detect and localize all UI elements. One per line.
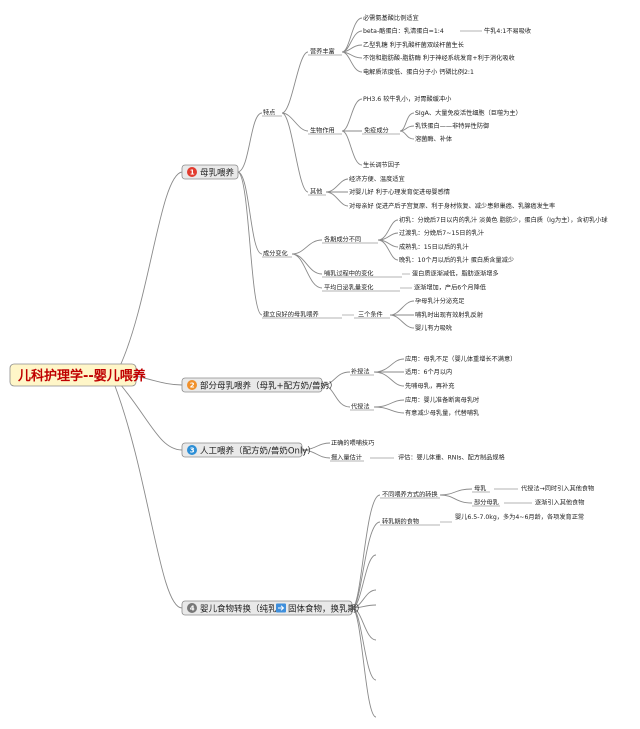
branch-3-label: 人工喂养（配方奶/兽奶Only） xyxy=(200,446,316,457)
node-mianyi[interactable]: 免疫成分 xyxy=(364,127,389,135)
node-qita[interactable]: 其他 xyxy=(310,188,322,196)
node-zhuanru[interactable]: 转乳期的食物 xyxy=(382,518,419,526)
node-b1[interactable]: 蛋白质逐渐减低，脂肪逐渐增多 xyxy=(412,270,499,278)
edge-root-branch3 xyxy=(119,383,183,451)
node-y2[interactable]: beta-酪蛋白：乳清蛋白=1:4 xyxy=(363,27,444,35)
node-bufen[interactable]: 部分母乳 xyxy=(474,499,499,507)
node-buru[interactable]: 哺乳过程中的变化 xyxy=(324,270,374,278)
node-y3[interactable]: 乙型乳糖 利于乳酸杆菌双歧杆菌生长 xyxy=(363,41,464,49)
root-node-box[interactable] xyxy=(9,363,137,387)
branch-2-label: 部分母乳喂养（母乳+配方奶/兽奶） xyxy=(200,381,338,392)
node-g4[interactable]: 晚乳：10个月以后的乳汁 蛋白质含量减少 xyxy=(399,256,514,264)
edge-b2-bushou xyxy=(321,371,351,386)
root-title: 儿科护理学--婴儿喂养 xyxy=(17,368,147,384)
edge-butong-children xyxy=(439,488,473,504)
node-c1[interactable]: 孕母乳汁分泌充足 xyxy=(415,297,465,305)
node-bf1[interactable]: 逐渐引入其他食物 xyxy=(535,499,585,507)
node-geqi[interactable]: 各期成分不同 xyxy=(324,236,361,244)
edge-shengwu-children xyxy=(341,98,363,166)
branch-4-node[interactable]: 4 婴儿食物转换（纯乳类 固体食物，换乳期） xyxy=(181,600,365,616)
badge-number-1-icon xyxy=(187,167,197,177)
node-p1[interactable]: 逐渐增加，产后6个月降低 xyxy=(414,284,486,292)
edge-b4-zhuanru xyxy=(351,521,381,609)
edge-b1-jianli xyxy=(237,171,263,316)
node-daishou[interactable]: 代授法 xyxy=(351,403,370,411)
node-bs2[interactable]: 适用：6个月以内 xyxy=(405,368,452,376)
node-shengwu[interactable]: 生物作用 xyxy=(310,127,335,135)
node-g1[interactable]: 初乳：分娩后7日以内的乳汁 淡黄色 脂肪少，蛋白质（Ig为主），含初乳小球 xyxy=(399,216,608,224)
node-sange[interactable]: 三个条件 xyxy=(358,311,383,319)
branch-2-node[interactable]: 2 部分母乳喂养（母乳+配方奶/兽奶） xyxy=(181,377,338,393)
node-s2[interactable]: 生长调节因子 xyxy=(363,161,400,169)
edge-b1-tedian xyxy=(237,112,263,173)
badge-number-3: 3 xyxy=(190,447,195,455)
node-tedian[interactable]: 特点 xyxy=(263,109,275,117)
badge-number-2-icon xyxy=(187,380,197,390)
node-y4[interactable]: 不饱和脂肪酸-脂肪酶 利于神经系统发育+利于消化吸收 xyxy=(363,54,515,62)
edge-yingyang-children xyxy=(341,17,363,73)
node-bushou[interactable]: 补授法 xyxy=(351,368,370,376)
node-y2b[interactable]: 牛乳4:1不易吸收 xyxy=(484,27,531,35)
edge-b4-butong xyxy=(351,494,381,609)
node-jianli[interactable]: 建立良好的母乳喂养 xyxy=(263,311,319,319)
edge-b2-daishou xyxy=(321,384,351,408)
branch-3-node[interactable]: 3 人工喂养（配方奶/兽奶Only） xyxy=(181,442,316,458)
branch-1-label: 母乳喂养 xyxy=(200,168,235,179)
edge-mianyi-children xyxy=(399,112,415,140)
right-arrow-glyph xyxy=(278,605,285,611)
node-pingjun[interactable]: 平均日泌乳量变化 xyxy=(324,284,374,292)
node-ds2[interactable]: 有意减少母乳量，代替哺乳 xyxy=(405,409,479,417)
edge-bushou-children xyxy=(373,358,405,387)
edge-root-branch4 xyxy=(114,385,183,609)
node-chengfen[interactable]: 成分变化 xyxy=(263,250,288,258)
node-m2[interactable]: 乳铁蛋白——非特异性防御 xyxy=(415,122,489,130)
node-sr1[interactable]: 评估：婴儿体重、RNIs、配方制品规格 xyxy=(398,454,506,462)
edge-tedian-qita xyxy=(281,112,309,193)
node-bs3[interactable]: 先哺母乳，再补充 xyxy=(405,382,455,390)
node-ds1[interactable]: 应用：婴儿准备断离母乳时 xyxy=(405,396,479,404)
node-m3[interactable]: 溶菌酶、补体 xyxy=(415,135,453,143)
edge-b3-children xyxy=(301,442,331,459)
edge-b4-empty xyxy=(351,554,377,718)
badge-number-3-icon xyxy=(187,445,197,455)
edge-geqi-children xyxy=(377,219,399,261)
badge-number-4: 4 xyxy=(190,605,195,613)
edge-sange-children xyxy=(389,300,415,329)
node-bs1[interactable]: 应用：母乳不足（婴儿体重增长不满意） xyxy=(405,355,516,363)
node-underlines xyxy=(262,30,532,526)
edge-tedian-yingyang xyxy=(281,51,309,114)
node-q3[interactable]: 对母亲好 促进产后子宫复原、利于身材恢复、减少患卵巢癌、乳腺癌发生率 xyxy=(349,202,555,210)
badge-number-4-icon xyxy=(187,603,197,613)
edge-root-branch1 xyxy=(119,171,183,367)
node-sheru[interactable]: 摄入量估计 xyxy=(331,454,362,462)
node-y1[interactable]: 必需氨基酸比例适宜 xyxy=(363,14,419,22)
edge-qita-children xyxy=(325,178,349,207)
node-mr1[interactable]: 代授法→同时引入其他食物 xyxy=(521,485,594,493)
node-butong[interactable]: 不同喂养方式的转换 xyxy=(382,491,438,499)
edge-b1-chengfen xyxy=(237,171,263,255)
edge-tedian-shengwu xyxy=(281,112,309,132)
node-zhengque[interactable]: 正确的喂哺技巧 xyxy=(331,439,374,447)
node-m1[interactable]: SIgA、大量免疫活性细胞（巨噬为主） xyxy=(415,109,522,117)
branch-4-label-before: 婴儿食物转换（纯乳类 xyxy=(200,604,286,615)
badge-number-2: 2 xyxy=(190,382,195,390)
edge-root-branch2 xyxy=(134,375,183,386)
node-z1[interactable]: 婴儿6.5-7.0kg，多为4~6月龄，各项发育正常 xyxy=(455,513,584,521)
edge-chengfen-children xyxy=(291,239,323,289)
node-g3[interactable]: 成熟乳：15日以后的乳汁 xyxy=(399,243,469,251)
node-q1[interactable]: 经济方便、温度适宜 xyxy=(349,175,405,183)
node-c2[interactable]: 哺乳时出现有效射乳反射 xyxy=(415,311,483,319)
node-g2[interactable]: 过渡乳：分娩后7~15日的乳汁 xyxy=(399,229,484,237)
node-yingyang[interactable]: 营养丰富 xyxy=(310,48,335,56)
branch-1-node[interactable]: 1 母乳喂养 xyxy=(181,164,239,180)
node-c3[interactable]: 婴儿有力吸吮 xyxy=(415,324,452,332)
node-muru[interactable]: 母乳 xyxy=(474,485,486,493)
badge-number-1: 1 xyxy=(190,169,195,177)
edge-daishou-children xyxy=(373,399,405,414)
branch-4-label-after: 固体食物，换乳期） xyxy=(288,604,365,615)
node-y5[interactable]: 电解质浓度低、蛋白分子小 钙磷比例2:1 xyxy=(363,68,474,76)
node-q2[interactable]: 对婴儿好 利于心理发育促进母婴感情 xyxy=(349,188,450,196)
node-s1[interactable]: PH3.6 较牛乳小，对胃酸缓冲小 xyxy=(363,95,452,103)
